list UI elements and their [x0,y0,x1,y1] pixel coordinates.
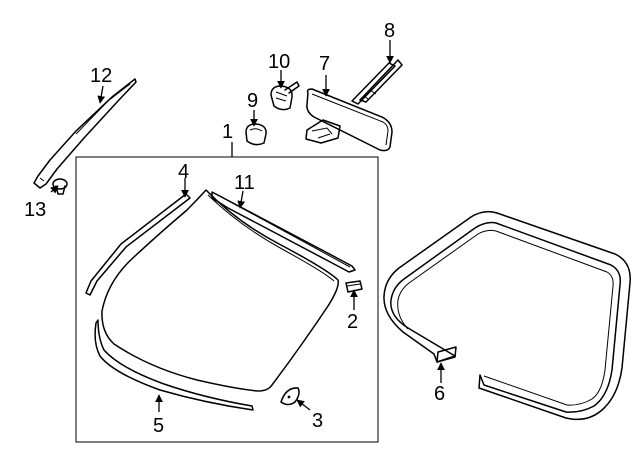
windshield-group-frame [75,156,379,443]
sensor-cover [270,81,300,111]
rearview-mirror [305,88,393,152]
rain-sensor [245,123,267,146]
callout-5: 5 [153,415,164,437]
leader-lines [50,40,445,412]
callout-9: 9 [247,90,258,112]
callout-13: 13 [24,199,46,221]
bracket [345,280,363,293]
callout-11: 11 [234,172,255,194]
clip [52,178,68,195]
callout-3: 3 [312,410,323,432]
callout-7: 7 [319,53,330,75]
windshield-glass [101,189,340,392]
weatherstrip [383,210,631,421]
pillar-molding [33,78,137,189]
spacer [280,387,300,406]
side-molding [85,193,191,296]
lower-molding [94,319,254,411]
callout-10: 10 [268,51,290,73]
upper-molding [211,191,356,273]
callout-6: 6 [434,383,445,405]
callout-2: 2 [347,311,358,333]
wire-cover [351,59,403,105]
callout-12: 12 [90,65,112,87]
callout-8: 8 [384,20,395,42]
callout-4: 4 [178,161,189,183]
callout-1: 1 [222,121,233,143]
